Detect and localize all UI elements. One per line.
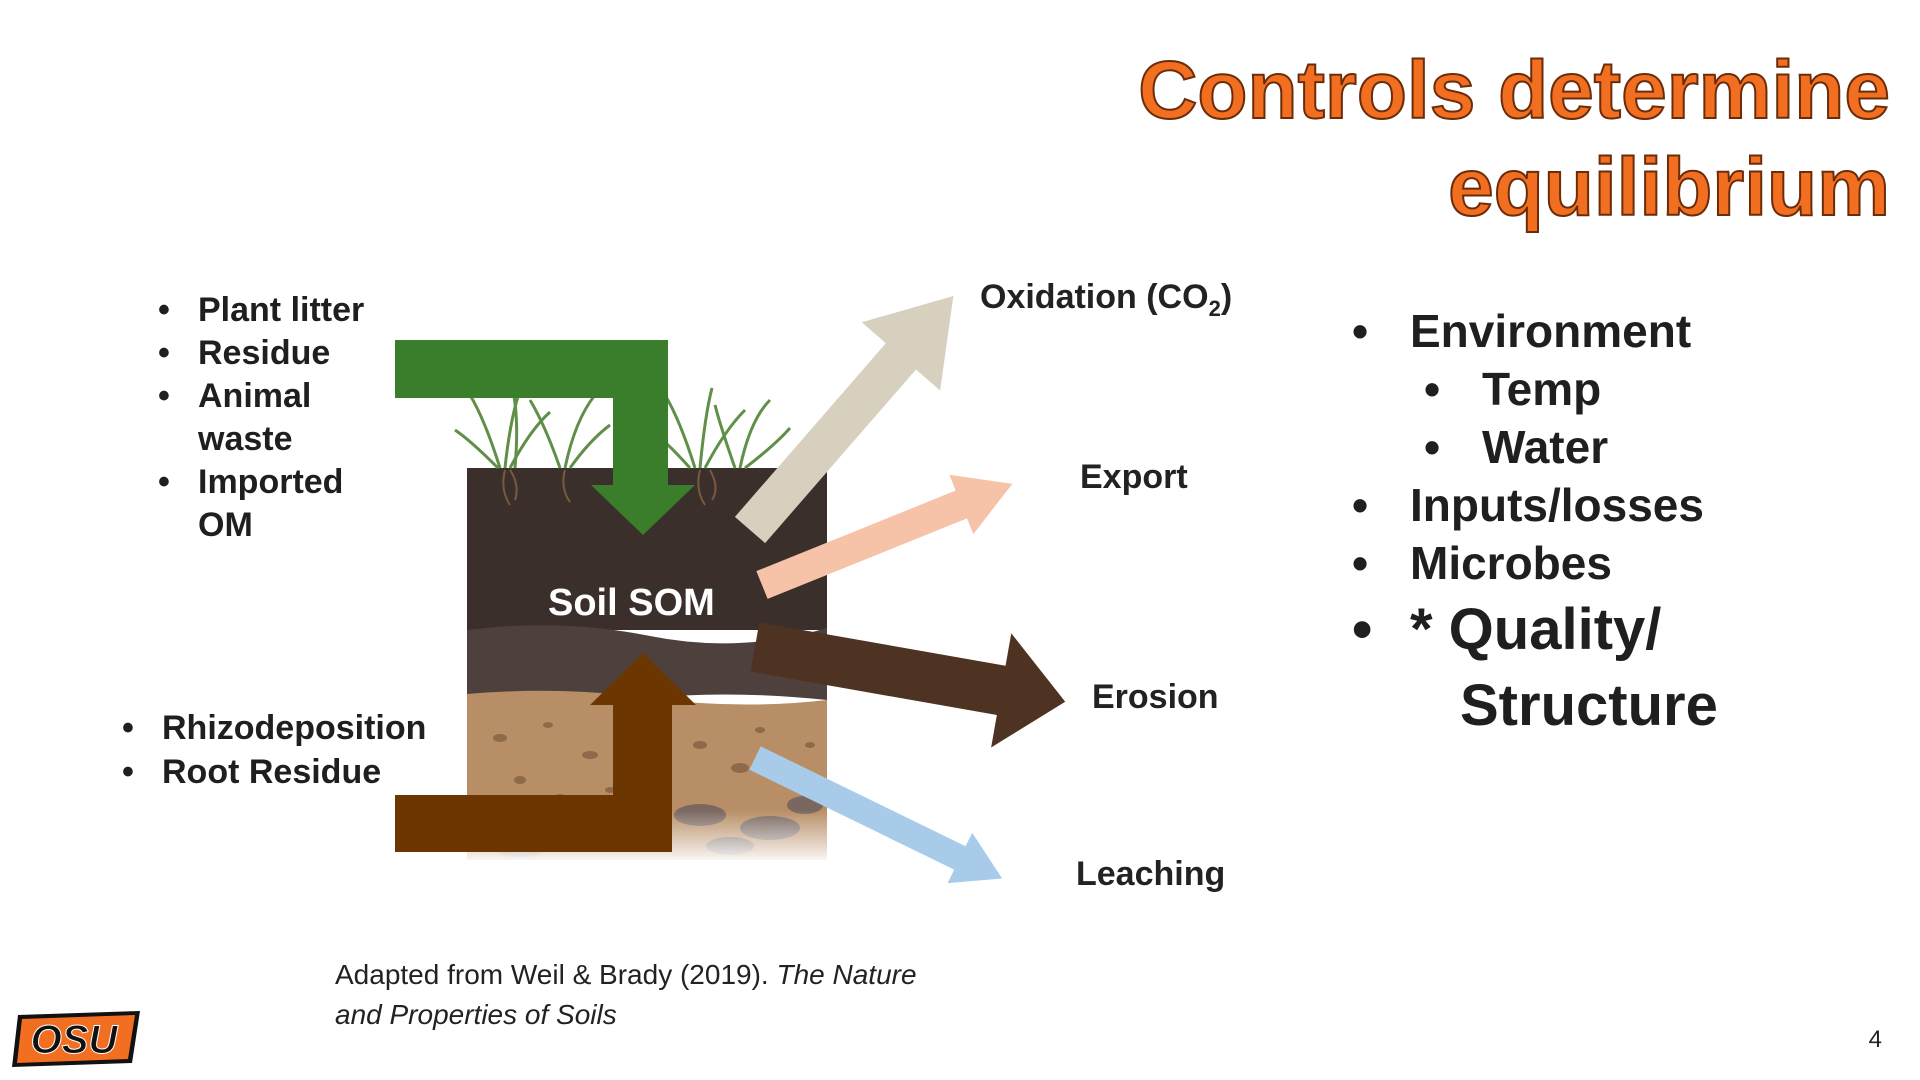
citation-italic-2: and Properties of Soils xyxy=(335,999,617,1030)
controls-list: Environment Temp Water Inputs/losses Mic… xyxy=(1352,302,1718,744)
root-input-list: Rhizodeposition Root Residue xyxy=(122,706,426,794)
slide-title: Controls determine equilibrium xyxy=(890,42,1891,236)
control-item-temp: Temp xyxy=(1352,360,1718,418)
oxidation-label: Oxidation (CO2) xyxy=(980,278,1232,322)
root-arrow xyxy=(395,653,696,852)
citation-plain: Adapted from Weil & Brady (2019). xyxy=(335,959,777,990)
control-item-inputs-losses: Inputs/losses xyxy=(1352,476,1718,534)
input-arrow xyxy=(395,340,695,535)
osu-logo-text: OSU xyxy=(31,1018,119,1062)
export-arrow xyxy=(756,474,1013,599)
input-item: Residue xyxy=(158,332,398,375)
root-item: Rhizodeposition xyxy=(122,706,426,750)
citation-italic-1: The Nature xyxy=(776,959,917,990)
control-item-water: Water xyxy=(1352,418,1718,476)
page-number: 4 xyxy=(1868,1026,1882,1053)
oxidation-text: Oxidation (CO xyxy=(980,278,1209,316)
input-source-list: Plant litter Residue Animal waste Import… xyxy=(158,289,398,547)
roots-icon xyxy=(502,469,717,506)
leaching-label: Leaching xyxy=(1076,855,1226,893)
control-item-quality-structure: * Quality/ Structure xyxy=(1352,592,1718,744)
oxidation-arrow xyxy=(734,296,954,544)
input-item: Plant litter xyxy=(158,289,398,332)
soil-som-label: Soil SOM xyxy=(548,582,715,624)
input-item: Imported OM xyxy=(158,461,398,547)
erosion-arrow xyxy=(750,622,1066,748)
input-item: Animal waste xyxy=(158,375,398,461)
citation: Adapted from Weil & Brady (2019). The Na… xyxy=(335,955,917,1035)
oxidation-close: ) xyxy=(1220,278,1233,316)
osu-logo-icon: OSU xyxy=(12,1011,140,1067)
erosion-label: Erosion xyxy=(1092,678,1219,716)
control-item-microbes: Microbes xyxy=(1352,534,1718,592)
oxidation-subscript: 2 xyxy=(1208,295,1221,321)
quality-line-1: * Quality/ xyxy=(1410,597,1662,662)
title-line-1: Controls determine xyxy=(1137,44,1891,137)
quality-line-2: Structure xyxy=(1460,673,1718,738)
title-line-2: equilibrium xyxy=(1447,141,1891,234)
leaching-arrow xyxy=(749,746,1003,884)
control-item-environment: Environment xyxy=(1352,302,1718,360)
export-label: Export xyxy=(1080,458,1188,496)
root-item: Root Residue xyxy=(122,750,426,794)
